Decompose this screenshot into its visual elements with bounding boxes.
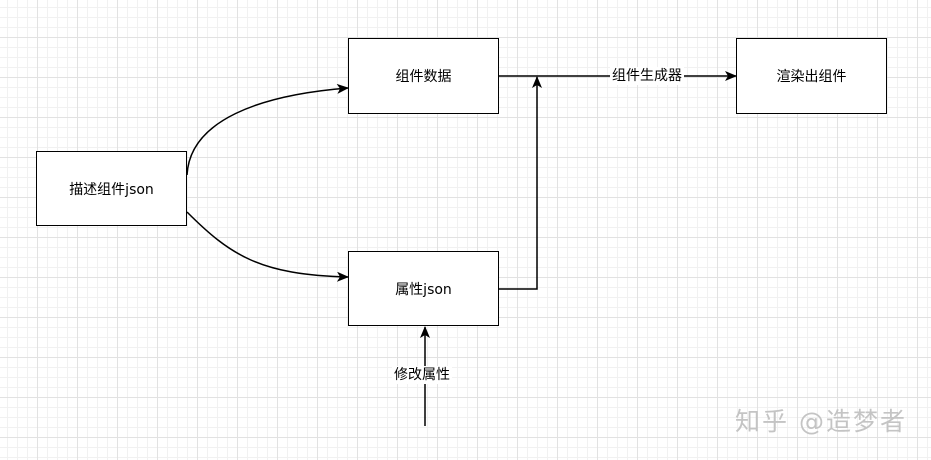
edge-describe-to-props (186, 211, 349, 282)
node-render-component[interactable]: 渲染出组件 (736, 38, 887, 114)
edge-describe-to-component-data (186, 83, 349, 176)
node-props-json[interactable]: 属性json (348, 251, 499, 326)
node-component-data[interactable]: 组件数据 (348, 38, 499, 114)
node-describe-json[interactable]: 描述组件json (36, 151, 187, 226)
node-describe-json-label: 描述组件json (69, 181, 154, 198)
node-render-component-label: 渲染出组件 (776, 69, 847, 85)
node-props-json-label: 属性json (395, 281, 452, 298)
edge-label-generator: 组件生成器 (610, 67, 684, 85)
node-component-data-label: 组件数据 (395, 69, 452, 85)
edge-props-to-junction (499, 76, 542, 290)
edge-label-modify: 修改属性 (392, 366, 452, 384)
watermark: 知乎 @造梦者 (735, 407, 907, 436)
